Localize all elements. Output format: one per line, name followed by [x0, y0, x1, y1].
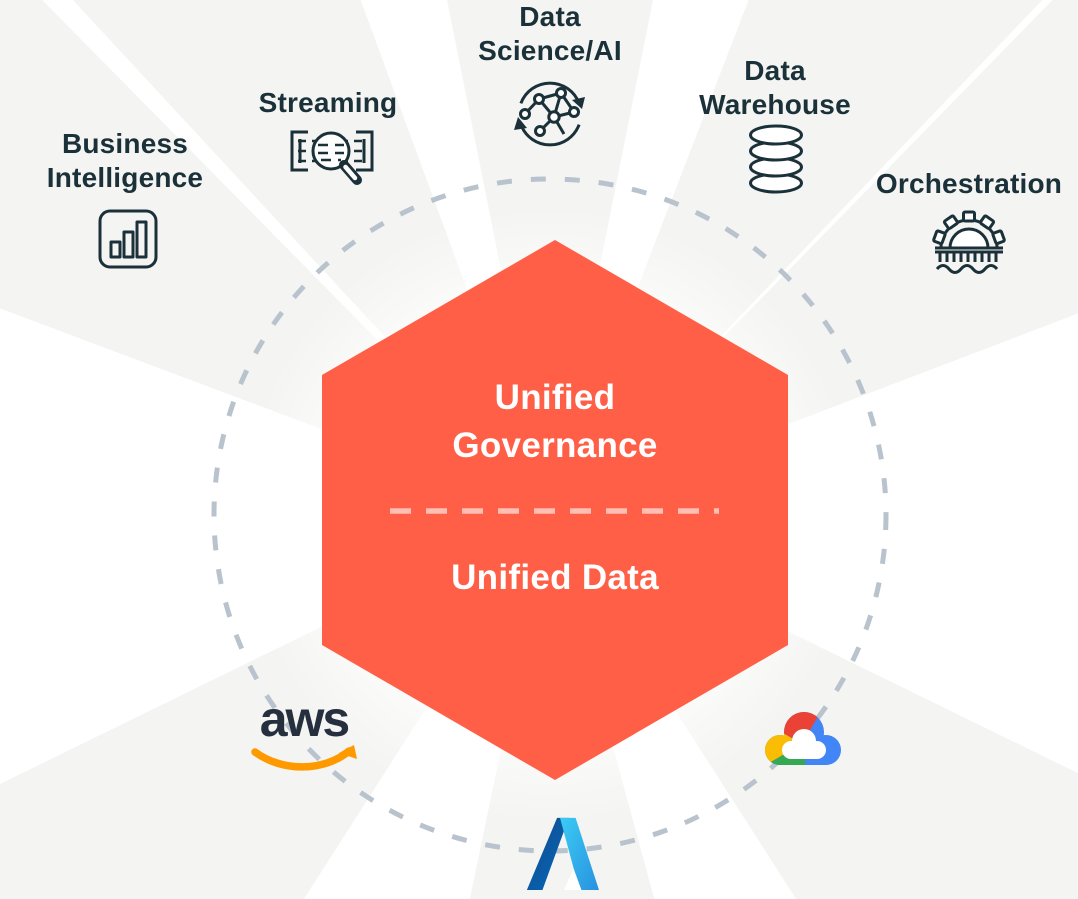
feature-label: Data Warehouse [699, 55, 851, 120]
feature-label: Data Science/AI [478, 1, 622, 66]
google-cloud-logo [765, 712, 841, 765]
database-stack-icon [749, 124, 803, 194]
dashed-circle [211, 176, 889, 854]
azure-logo [526, 817, 599, 891]
feature-label: Orchestration [875, 168, 1063, 199]
feature-label: Business Intelligence [46, 128, 204, 193]
aws-logo: aws [259, 691, 351, 747]
aws-smile-icon [251, 745, 357, 771]
gear-bridge-icon [932, 210, 1006, 274]
hexagon-bottom-label: Unified Data [451, 558, 659, 597]
bar-chart-icon [98, 209, 158, 269]
hexagon-top-label: Unified Governance [452, 378, 658, 465]
network-cycle-icon [514, 81, 585, 147]
feature-label: Streaming [258, 87, 398, 118]
stream-search-icon [290, 130, 374, 185]
